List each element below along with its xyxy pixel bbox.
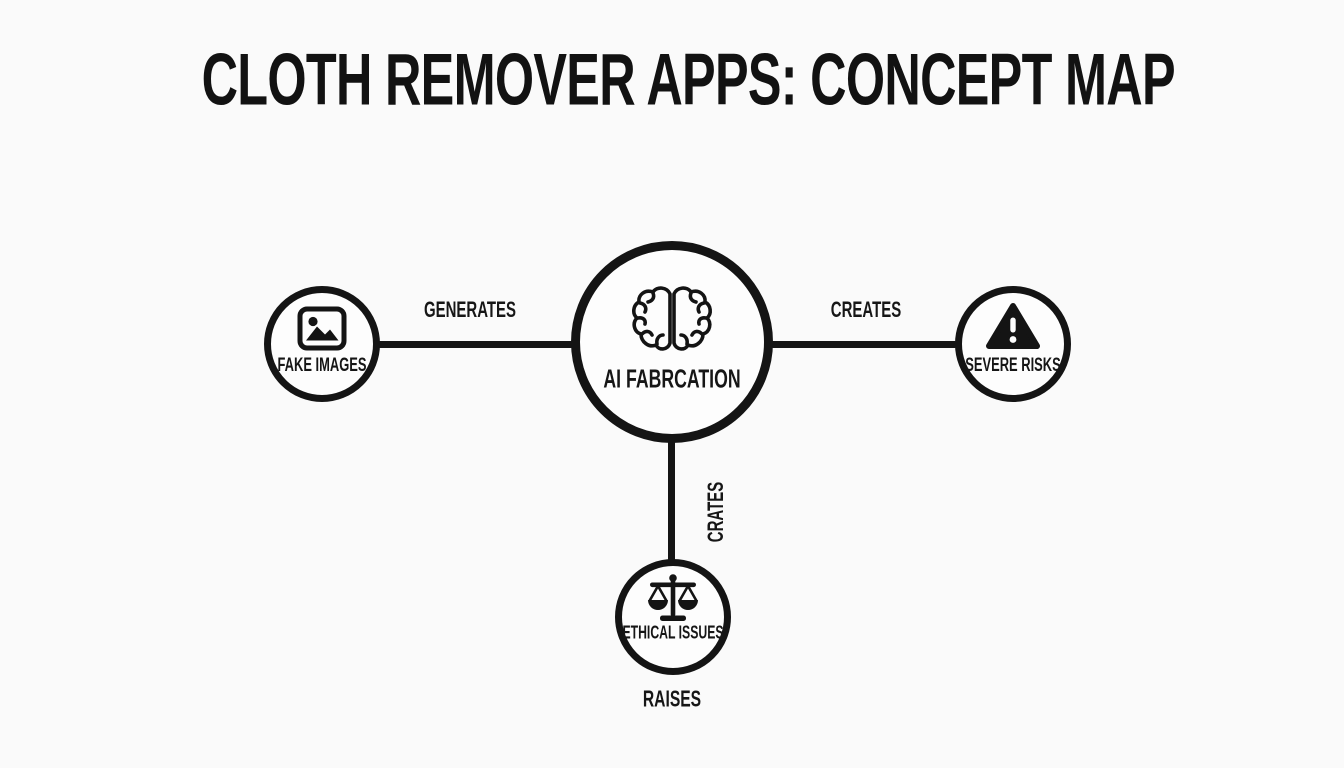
node-label-ai-fabrication: AI FABRCATION — [603, 363, 741, 394]
warning-icon — [985, 301, 1041, 351]
edge-label-crates: CRATES — [703, 481, 728, 543]
edge-line-vertical — [668, 440, 675, 562]
brain-icon — [630, 284, 714, 354]
node-label-fake-images: FAKE IMAGES — [277, 355, 367, 376]
node-fake-images — [264, 286, 380, 402]
scales-icon — [641, 572, 705, 626]
node-label-ethical-issues: ETHICAL ISSUES — [622, 622, 724, 643]
node-label-severe-risks: SEVERE RISKS — [965, 355, 1061, 376]
edge-label-creates: CREATES — [830, 297, 902, 322]
edge-line-right — [770, 341, 958, 348]
edge-label-generates: GENERATES — [424, 297, 516, 322]
edge-label-raises: RAISES — [642, 685, 702, 712]
node-ai-fabrication — [571, 241, 773, 443]
edge-line-left — [376, 341, 574, 348]
image-icon — [297, 306, 347, 351]
page-title: CLOTH REMOVER APPS: CONCEPT MAP — [201, 39, 1176, 121]
